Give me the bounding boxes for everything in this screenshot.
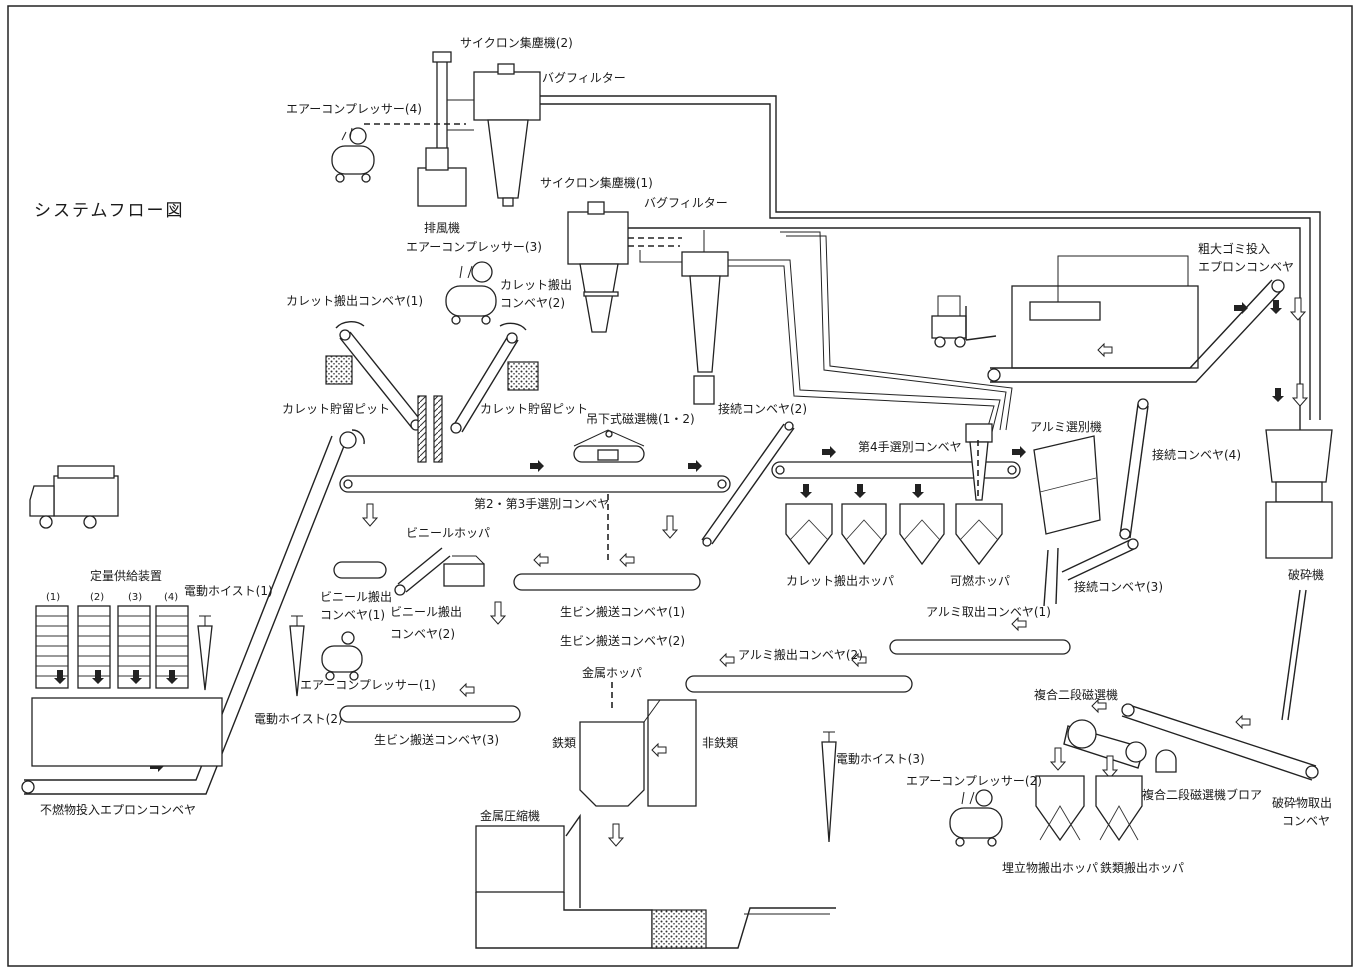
air-compressor-4 [332,128,374,182]
label-landfill-hopper: 埋立物搬出ホッパ [1002,860,1098,875]
label-connection-conveyor-4: 接続コンベヤ(4) [1152,447,1241,462]
metal-compressor [476,816,836,948]
label-vinyl-hopper: ビニールホッパ [406,526,490,540]
label-vinyl-conveyor-1b: コンベヤ(1) [320,608,385,622]
cyclone-2 [474,64,540,206]
label-aluminum-out-1: アルミ取出コンベヤ(1) [926,605,1051,619]
label-iron: 鉄類 [552,735,576,750]
label-hoist-2: 電動ホイスト(2) [254,712,343,726]
aluminum-out-conveyor-2 [686,676,912,692]
label-cyclone-1: サイクロン集塵機(1) [540,175,653,190]
label-crushed-out-a: 破砕物取出 [1272,795,1332,810]
label-crusher: 破砕機 [1288,567,1324,582]
label-raw-bottle-2: 生ビン搬送コンベヤ(2) [560,633,685,648]
label-metal-press: 金属圧縮機 [480,808,540,823]
label-aircomp-3: エアーコンプレッサー(3) [406,240,542,254]
label-bagfilter-mid: バグフィルター [644,196,728,210]
aluminum-separator [1034,436,1100,534]
raw-bottle-conveyor-1 [514,574,700,590]
iron-hopper [1096,776,1142,840]
label-sorting-conveyor-2-3: 第2・第3手選別コンベヤ [474,497,609,511]
label-bagfilter-top: バグフィルター [542,71,626,85]
landfill-hopper [1036,776,1084,840]
feeder-num-2: (2) [90,592,104,603]
label-aircomp-2: エアーコンプレッサー(2) [906,774,1042,788]
label-cullet-hopper: カレット搬出ホッパ [786,573,894,588]
air-compressor-1 [322,632,362,680]
label-cullet-conveyor-2a: カレット搬出 [500,277,572,292]
label-connection-conveyor-2: 接続コンベヤ(2) [718,401,807,416]
aluminum-out-conveyor-1 [890,640,1070,654]
label-exhaust-fan: 排風機 [424,220,460,235]
label-sorting-conveyor-4: 第4手選別コンベヤ [858,440,962,454]
label-combustible-hopper: 可燃ホッパ [950,573,1010,588]
electric-hoist-1 [198,616,212,690]
feeder-num-1: (1) [46,592,60,603]
crusher [1266,430,1332,558]
label-crushed-out-b: コンベヤ [1282,814,1330,828]
label-aircomp-4: エアーコンプレッサー(4) [286,102,422,116]
label-raw-bottle-3: 生ビン搬送コンベヤ(3) [374,732,499,747]
cullet-pit-right [508,362,538,390]
exhaust-fan [418,52,474,206]
label-vinyl-conveyor-2a: ビニール搬出 [390,604,462,619]
label-cyclone-2: サイクロン集塵機(2) [460,35,573,50]
bag-filter-1 [682,230,728,404]
label-hoist-1: 電動ホイスト(1) [184,584,273,598]
label-cullet-pit-right: カレット貯留ピット [480,402,588,416]
truck-icon [30,466,118,528]
label-raw-bottle-1: 生ビン搬送コンベヤ(1) [560,604,685,619]
feeder-num-4: (4) [164,592,178,603]
label-feeder: 定量供給装置 [90,568,162,583]
air-compressor-3 [446,262,496,324]
cyclone-1 [568,202,628,332]
diagram-title: システムフロー図 [34,201,184,221]
label-hoist-3: 電動ホイスト(3) [836,752,925,766]
air-compressor-2 [950,790,1002,846]
connection-conveyor-3 [1044,539,1138,606]
label-aircomp-1: エアーコンプレッサー(1) [300,678,436,692]
cullet-chutes [418,396,442,462]
label-bulky-a: 粗大ゴミ投入 [1198,241,1270,256]
label-aluminum-out-2: アルミ搬出コンベヤ(2) [738,647,863,662]
vinyl-hopper [444,556,484,586]
label-magnetic-separator: 吊下式磁選機(1・2) [586,411,695,426]
vinyl-conveyor-1 [334,562,386,578]
sorting-conveyor-2-3 [340,476,730,492]
metal-hopper [580,700,696,806]
label-nonferrous: 非鉄類 [702,735,738,750]
label-vinyl-conveyor-2b: コンベヤ(2) [390,627,455,641]
label-connection-conveyor-3: 接続コンベヤ(3) [1074,579,1163,594]
combustible-hopper [956,424,1002,564]
cullet-hoppers [786,504,944,564]
label-composite-magnetic-separator: 複合二段磁選機 [1034,687,1118,702]
forklift-icon [932,296,996,347]
cullet-pit-left [326,356,352,384]
label-cullet-conveyor-1: カレット搬出コンベヤ(1) [286,293,423,308]
label-iron-hopper: 鉄類搬出ホッパ [1100,860,1184,875]
label-vinyl-conveyor-1a: ビニール搬出 [320,589,392,604]
suspended-magnetic-separator [574,430,644,462]
label-metal-hopper: 金属ホッパ [582,665,642,680]
raw-bottle-conveyor-3 [340,706,520,722]
electric-hoist-3 [822,732,836,842]
label-cullet-pit-left: カレット貯留ピット [282,402,390,416]
feeder-num-3: (3) [128,592,142,603]
label-cullet-conveyor-2b: コンベヤ(2) [500,296,565,310]
label-incombustible: 不燃物投入エプロンコンベヤ [40,802,196,817]
label-composite-blower: 複合二段磁選機ブロア [1142,787,1262,802]
vinyl-conveyor-2 [395,548,450,595]
bulky-waste-conveyor [988,256,1284,382]
label-bulky-b: エプロンコンベヤ [1198,260,1294,274]
connection-conveyor-4 [1120,399,1148,539]
label-aluminum-separator: アルミ選別機 [1030,419,1102,434]
fixed-quantity-feeder [32,606,222,766]
